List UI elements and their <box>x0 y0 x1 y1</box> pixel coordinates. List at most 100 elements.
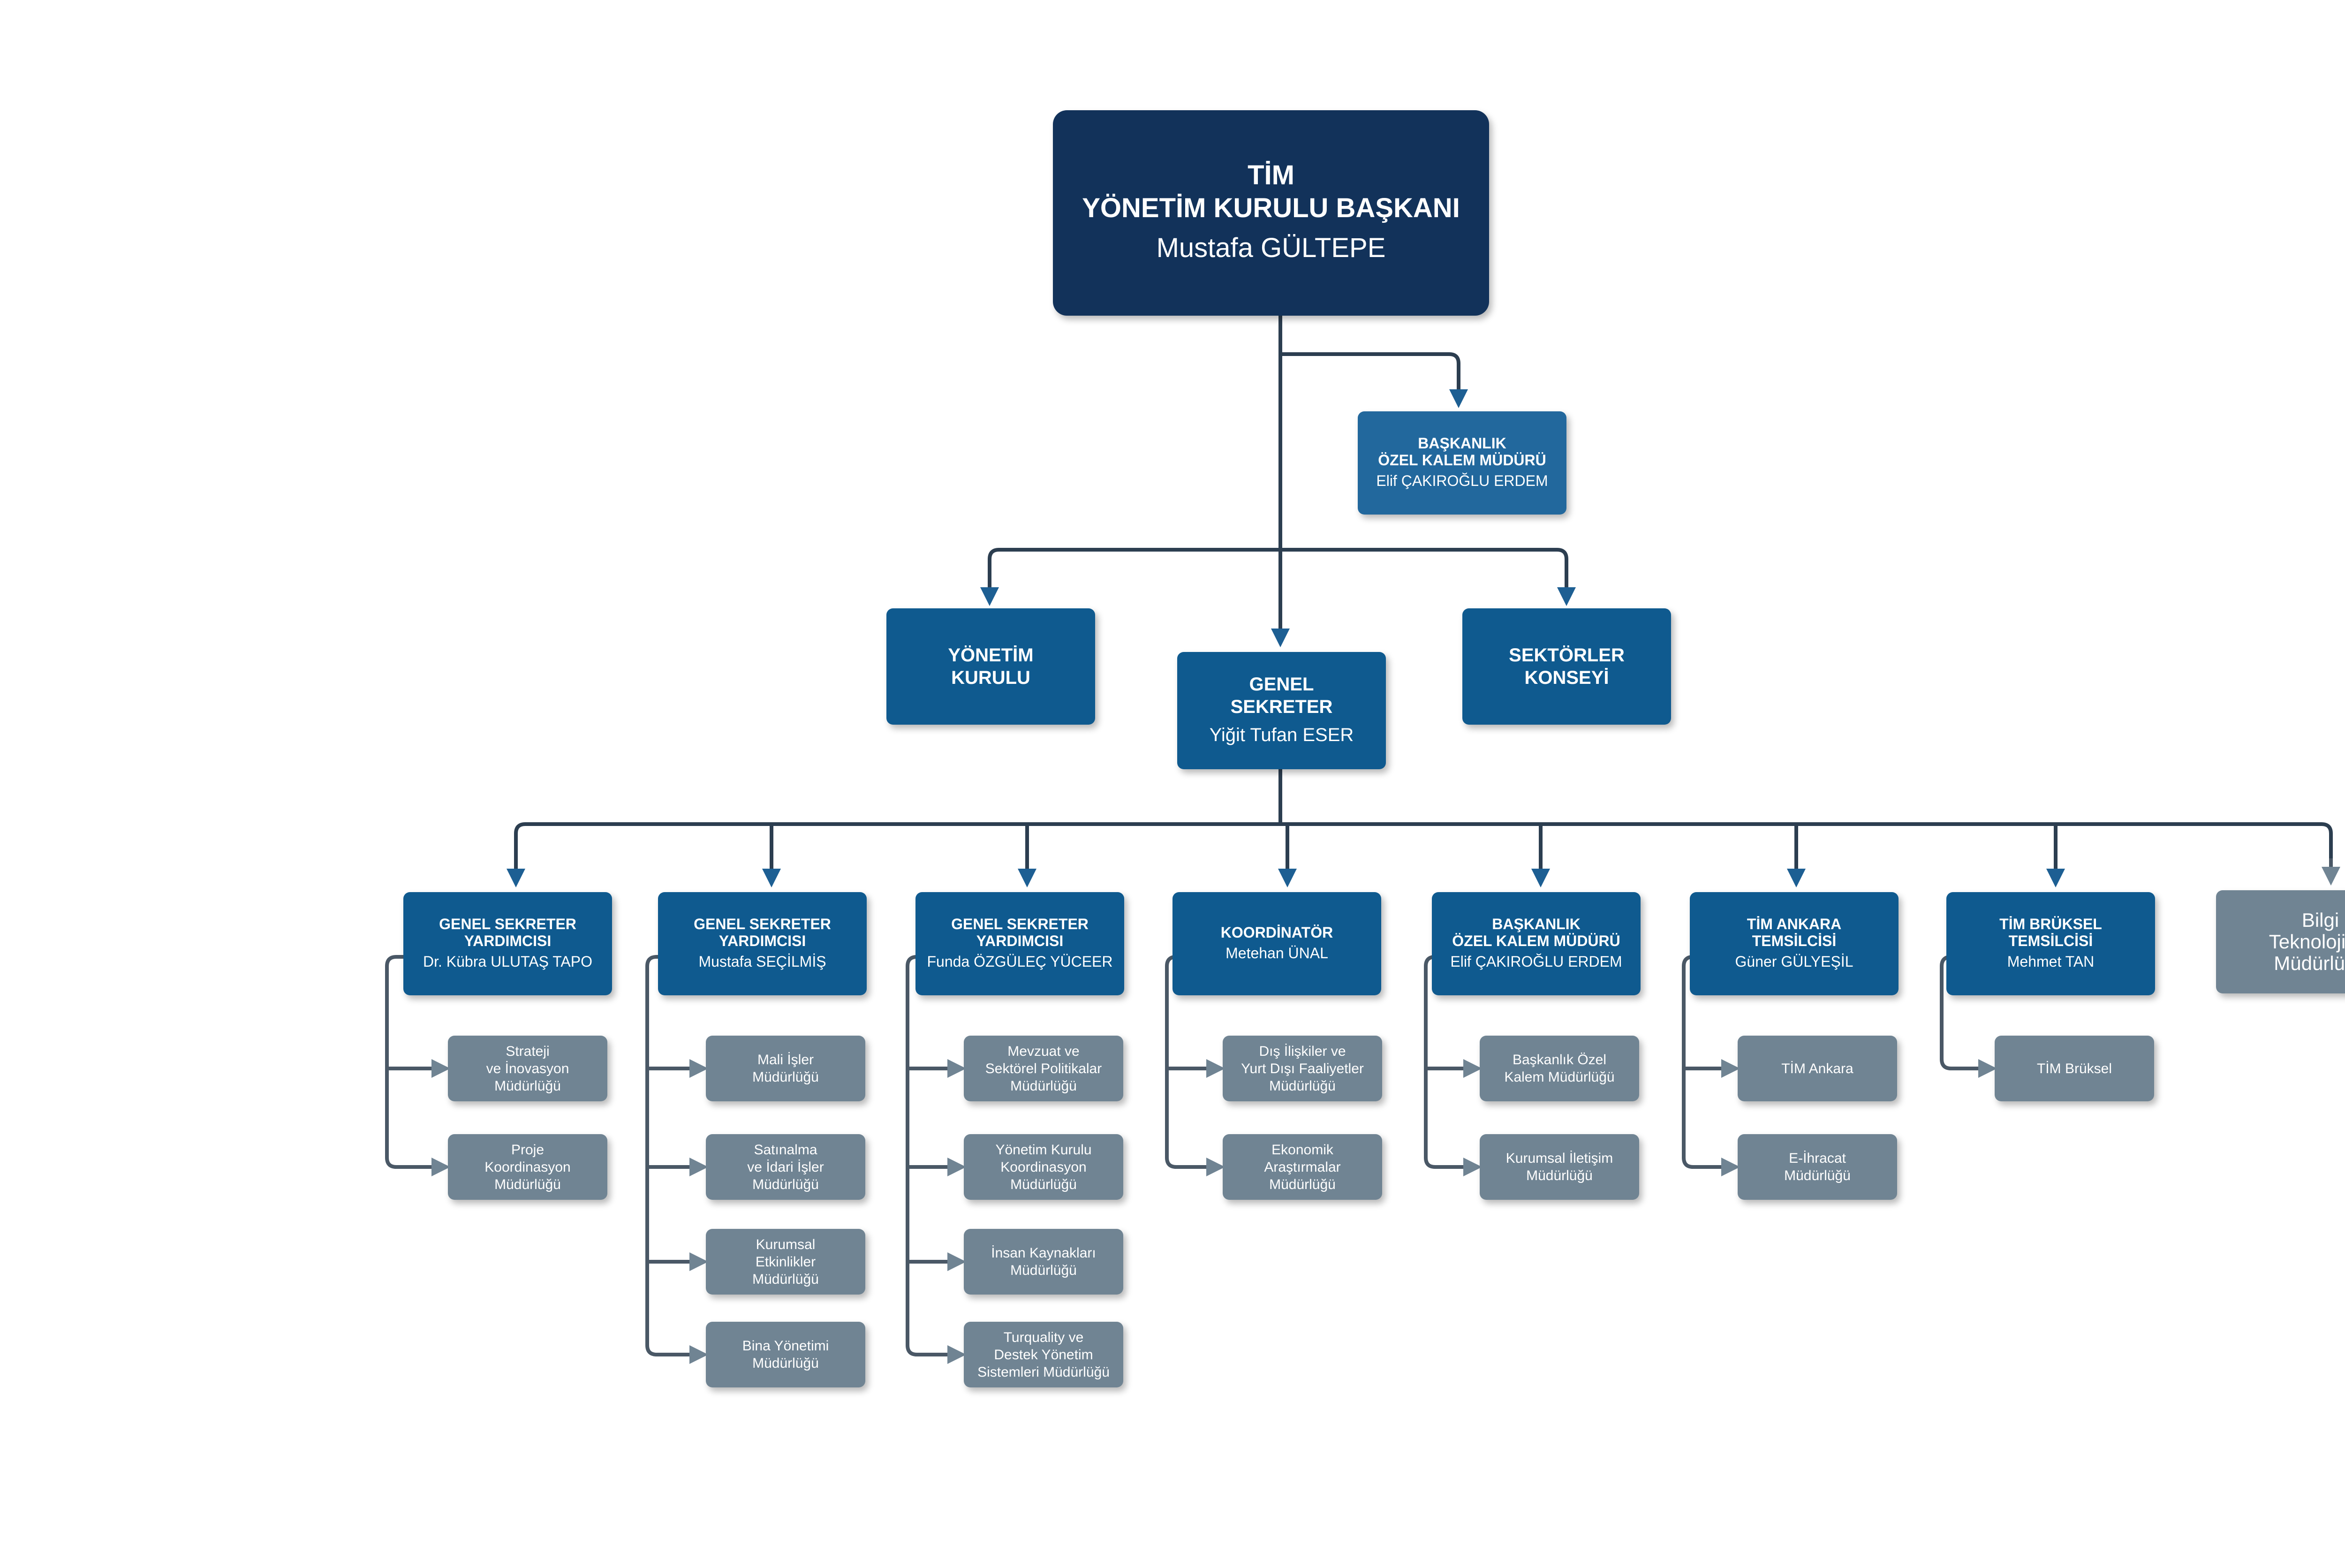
sub-line: Müdürlüğü <box>1269 1078 1336 1094</box>
sub-line: Müdürlüğü <box>1784 1168 1851 1183</box>
sub-bracket <box>1165 955 1225 1176</box>
department-box-private-office[interactable]: BAŞKANLIK ÖZEL KALEM MÜDÜRÜ Elif ÇAKIROĞ… <box>1432 892 1641 995</box>
sub-bracket <box>1424 955 1482 1176</box>
secretary-general-name: Yiğit Tufan ESER <box>1209 725 1354 745</box>
board-link <box>980 548 1280 606</box>
department-box-brussels[interactable]: TİM BRÜKSEL TEMSİLCİSİ Mehmet TAN <box>1946 892 2155 995</box>
department-box-deputy-1[interactable]: GENEL SEKRETER YARDIMCISI Dr. Kübra ULUT… <box>403 892 612 995</box>
sub-directorate-box[interactable]: Dış İlişkiler ve Yurt Dışı Faaliyetler M… <box>1223 1036 1382 1101</box>
sub-line: Destek Yönetim <box>994 1347 1093 1363</box>
sub-line: Strateji <box>506 1043 550 1059</box>
sub-line: Kalem Müdürlüğü <box>1504 1069 1615 1085</box>
sub-line: TİM Brüksel <box>2036 1060 2112 1076</box>
department-box-deputy-3[interactable]: GENEL SEKRETER YARDIMCISI Funda ÖZGÜLEÇ … <box>915 892 1124 995</box>
sub-line: Müdürlüğü <box>1010 1176 1077 1192</box>
private-office-line1: BAŞKANLIK <box>1418 435 1506 452</box>
it-directorate-box[interactable]: Bilgi Teknolojileri Müdürlüğü <box>2216 890 2345 993</box>
sub-directorate-box[interactable]: İnsan Kaynakları Müdürlüğü <box>964 1229 1123 1295</box>
sub-line: Ekonomik <box>1271 1142 1333 1158</box>
sector-council-line1: SEKTÖRLER <box>1509 645 1625 666</box>
sub-line: Müdürlüğü <box>752 1069 819 1085</box>
sub-directorate-box[interactable]: Satınalma ve İdari İşler Müdürlüğü <box>706 1134 865 1200</box>
sub-line: Sektörel Politikalar <box>985 1060 1102 1076</box>
sub-directorate-box[interactable]: Strateji ve İnovasyon Müdürlüğü <box>448 1036 607 1101</box>
sub-directorate-box[interactable]: Mevzuat ve Sektörel Politikalar Müdürlüğ… <box>964 1036 1123 1101</box>
sub-line: Yurt Dışı Faaliyetler <box>1241 1060 1364 1076</box>
private-office-link <box>1280 352 1468 408</box>
sub-line: Mali İşler <box>757 1052 814 1068</box>
sub-bracket <box>906 955 966 1364</box>
department-line1: TİM BRÜKSEL <box>1999 916 2102 932</box>
sub-line: ve İnovasyon <box>486 1060 569 1076</box>
sub-directorate-box[interactable]: Kurumsal İletişim Müdürlüğü <box>1480 1134 1639 1200</box>
sub-line: İnsan Kaynakları <box>991 1245 1096 1261</box>
department-line2: TEMSİLCİSİ <box>1752 932 1837 949</box>
sub-line: E-İhracat <box>1789 1151 1846 1166</box>
department-line1: BAŞKANLIK <box>1492 916 1581 932</box>
sector-council-line2: KONSEYİ <box>1524 667 1609 688</box>
department-name: Mustafa SEÇİLMİŞ <box>698 953 826 970</box>
sub-line: Müdürlüğü <box>494 1176 561 1192</box>
private-office-box[interactable]: BAŞKANLIK ÖZEL KALEM MÜDÜRÜ Elif ÇAKIROĞ… <box>1358 411 1566 515</box>
sub-line: Kurumsal <box>756 1236 816 1252</box>
it-directorate-line2: Teknolojileri <box>2269 931 2345 953</box>
sub-directorate-box[interactable]: Mali İşler Müdürlüğü <box>706 1036 865 1101</box>
sub-line: Müdürlüğü <box>494 1078 561 1094</box>
sub-line: Proje <box>511 1142 545 1158</box>
sub-line: Müdürlüğü <box>752 1176 819 1192</box>
secretary-general-line2: SEKRETER <box>1230 697 1333 717</box>
department-box-ankara[interactable]: TİM ANKARA TEMSİLCİSİ Güner GÜLYEŞİL <box>1690 892 1899 995</box>
department-line2: ÖZEL KALEM MÜDÜRÜ <box>1452 932 1620 949</box>
private-office-line2: ÖZEL KALEM MÜDÜRÜ <box>1378 452 1546 469</box>
sub-line: Müdürlüğü <box>1010 1078 1077 1094</box>
sub-directorate-box[interactable]: Proje Koordinasyon Müdürlüğü <box>448 1134 607 1200</box>
sub-directorate-box[interactable]: TİM Ankara <box>1738 1036 1897 1101</box>
sub-line: Dış İlişkiler ve <box>1259 1043 1346 1059</box>
sub-line: ve İdari İşler <box>747 1159 824 1175</box>
distribution-bar <box>514 822 2333 878</box>
department-line2: TEMSİLCİSİ <box>2008 932 2093 949</box>
sub-directorate-box[interactable]: Bina Yönetimi Müdürlüğü <box>706 1322 865 1387</box>
department-name: Mehmet TAN <box>2007 953 2095 970</box>
sub-directorate-box[interactable]: E-İhracat Müdürlüğü <box>1738 1134 1897 1200</box>
secretary-general-box[interactable]: GENEL SEKRETER Yiğit Tufan ESER <box>1177 652 1386 769</box>
sub-directorate-box[interactable]: Yönetim Kurulu Koordinasyon Müdürlüğü <box>964 1134 1123 1200</box>
it-directorate-line3: Müdürlüğü <box>2274 952 2345 974</box>
board-line2: KURULU <box>951 667 1030 688</box>
department-name: Dr. Kübra ULUTAŞ TAPO <box>423 953 592 970</box>
department-box-coordinator[interactable]: KOORDİNATÖR Metehan ÜNAL <box>1172 892 1381 995</box>
sub-line: Müdürlüğü <box>752 1356 819 1371</box>
sub-line: Satınalma <box>754 1142 817 1158</box>
department-line2: YARDIMCISI <box>464 932 552 949</box>
chairman-title: YÖNETİM KURULU BAŞKANI <box>1082 193 1460 223</box>
department-box-deputy-2[interactable]: GENEL SEKRETER YARDIMCISI Mustafa SEÇİLM… <box>658 892 867 995</box>
department-line1: KOORDİNATÖR <box>1220 924 1333 941</box>
sub-line: Koordinasyon <box>484 1159 571 1175</box>
department-line2: YARDIMCISI <box>719 932 806 949</box>
sub-line: Başkanlık Özel <box>1512 1052 1607 1068</box>
department-name: Güner GÜLYEŞİL <box>1735 953 1853 970</box>
council-link <box>1280 548 1576 606</box>
sub-line: Mevzuat ve <box>1007 1043 1080 1059</box>
sub-directorate-box[interactable]: Turquality ve Destek Yönetim Sistemleri … <box>964 1322 1123 1387</box>
department-name: Metehan ÜNAL <box>1225 945 1328 962</box>
sub-line: Kurumsal İletişim <box>1505 1151 1613 1166</box>
sub-bracket <box>385 955 450 1176</box>
sub-directorate-box[interactable]: Ekonomik Araştırmalar Müdürlüğü <box>1223 1134 1382 1200</box>
sub-bracket <box>645 955 708 1364</box>
sub-directorate-box[interactable]: Başkanlık Özel Kalem Müdürlüğü <box>1480 1036 1639 1101</box>
sub-line: Etkinlikler <box>755 1254 816 1270</box>
chairman-box[interactable]: TİM YÖNETİM KURULU BAŞKANI Mustafa GÜLTE… <box>1053 110 1489 316</box>
sub-directorate-box[interactable]: TİM Brüksel <box>1995 1036 2154 1101</box>
department-line1: TİM ANKARA <box>1747 916 1842 932</box>
sub-line: Turquality ve <box>1003 1329 1084 1345</box>
board-box[interactable]: YÖNETİM KURULU <box>886 608 1095 725</box>
secretary-general-line1: GENEL <box>1249 674 1314 695</box>
sub-directorate-box[interactable]: Kurumsal Etkinlikler Müdürlüğü <box>706 1229 865 1295</box>
department-line1: GENEL SEKRETER <box>439 916 576 932</box>
sub-line: Araştırmalar <box>1264 1159 1341 1175</box>
sector-council-box[interactable]: SEKTÖRLER KONSEYİ <box>1462 608 1671 725</box>
board-line1: YÖNETİM <box>948 645 1034 666</box>
sub-line: Bina Yönetimi <box>742 1338 829 1354</box>
